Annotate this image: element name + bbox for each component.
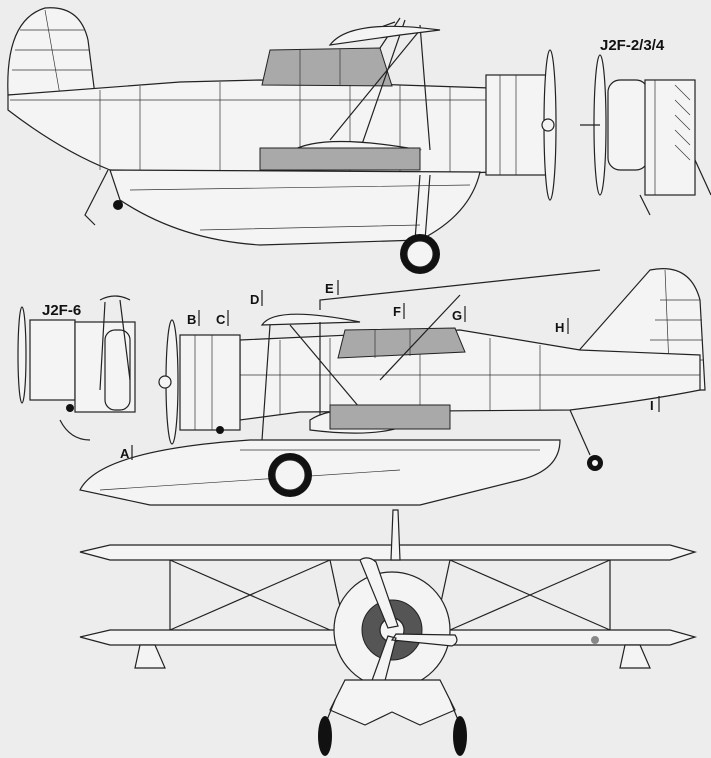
center-float (329, 679, 456, 726)
side-view-j2f-2-3-4 (7, 7, 557, 274)
engine-detail-top (580, 54, 711, 216)
title-j2f-6: J2F-6 (42, 302, 81, 319)
front-view (79, 509, 698, 756)
section-labels: A B C D E F G H I (120, 280, 660, 461)
canopy (261, 47, 393, 87)
section-label-c: C (216, 312, 226, 327)
right-wheel (453, 716, 467, 756)
interplane-struts (169, 559, 611, 631)
wing-float-right (619, 644, 651, 669)
main-float (109, 169, 481, 246)
nose-detail-j2f-6 (17, 295, 136, 441)
section-label-b: B (187, 312, 196, 327)
section-label-h: H (555, 320, 564, 335)
upper-wing-struts (261, 269, 601, 441)
wing-root-panel (259, 147, 421, 171)
fin-top (390, 509, 401, 561)
main-float (79, 439, 561, 506)
engine-cowling (179, 334, 241, 431)
landing-gear-strut (414, 174, 431, 241)
section-label-f: F (393, 304, 401, 319)
wing-root-panel (329, 404, 451, 430)
side-view-j2f-6 (79, 268, 706, 506)
section-label-a: A (120, 446, 130, 461)
tail-wheel-strut (569, 409, 591, 456)
left-wheel (318, 716, 332, 756)
upper-wing (260, 313, 361, 326)
title-j2f-2-3-4: J2F-2/3/4 (600, 37, 665, 54)
wing-float-left (134, 644, 166, 669)
upper-wing (328, 25, 441, 46)
tail-fin (7, 7, 96, 96)
upper-wing (79, 544, 698, 561)
tail-skid (84, 169, 109, 226)
canopy (337, 327, 466, 359)
section-label-i: I (650, 398, 654, 413)
section-label-d: D (250, 292, 259, 307)
section-label-g: G (452, 308, 462, 323)
section-label-e: E (325, 281, 334, 296)
